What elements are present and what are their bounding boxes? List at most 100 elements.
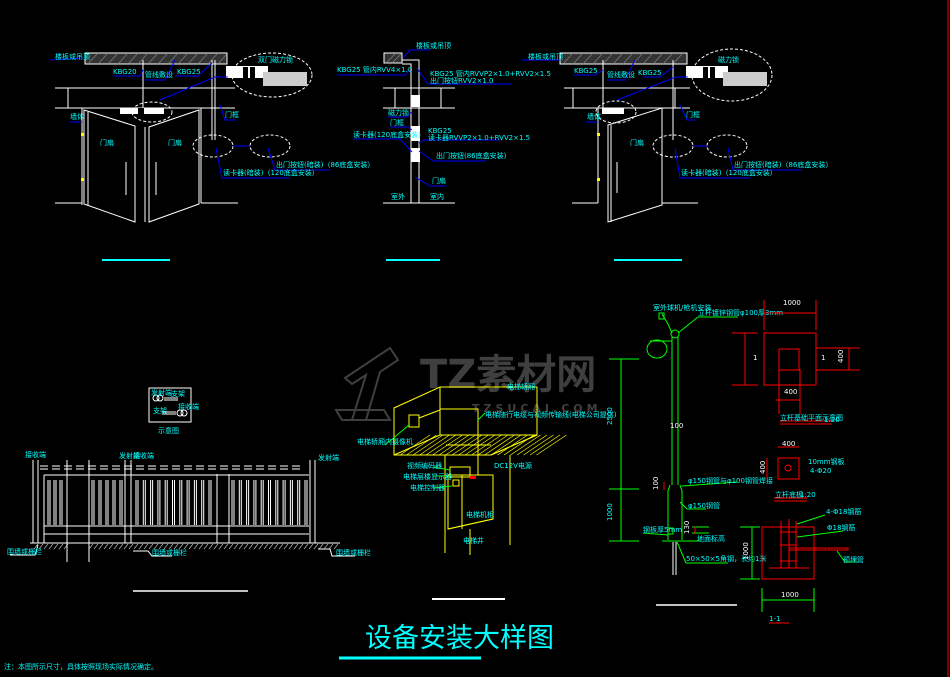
label-pipe-kbg20: KBG20 [113, 68, 137, 76]
dim-400-side: 400 [837, 350, 845, 363]
ground-hatch [288, 543, 294, 550]
label-exit-button: 出门按钮(暗装)（86底盒安装） [276, 160, 374, 169]
ground-hatch [163, 543, 169, 550]
drawing-note: 注：本图所示尺寸，具体按照现场实际情况确定。 [4, 662, 158, 671]
ground-hatch [193, 543, 199, 550]
slab-hatch [529, 434, 561, 456]
label-door: 门扇 [432, 176, 446, 185]
ground-hatch [333, 543, 339, 550]
ground-hatch [278, 543, 284, 550]
slab-hatch [438, 434, 470, 456]
ground-hatch [158, 543, 164, 550]
ground-hatch [183, 543, 189, 550]
label-magnet-lock: 双门磁力锁 [258, 55, 293, 64]
slab-hatch [412, 434, 444, 456]
label-base-right: 围墙或栅栏 [336, 548, 371, 557]
detail-double-door: 楼板或吊顶 KBG20 管线敷设 KBG25 双门磁力锁 墙体 门框 门扇 门扇… [49, 52, 374, 261]
label-ceiling: 楼板或吊顶 [55, 52, 90, 61]
dim-100: 100 [652, 477, 660, 490]
dim-1000-top: 1000 [783, 299, 801, 307]
label-pipe-c2: 读卡器RVVP2×1.0+RVV2×1.5 [428, 133, 530, 142]
foundation-labels: 1000 1 1 400 400 立杆基础平面示意图 1:20 400 400 … [742, 299, 864, 623]
label-ground: 地面标高 [697, 534, 725, 543]
label-plan-scale: 1:20 [824, 416, 840, 424]
label-pipe-b: KBG25 管内RVVP2×1.0+RVV2×1.5 [430, 69, 551, 78]
slab-hatch [490, 434, 522, 456]
ground-hatch [128, 543, 134, 550]
ground-hatch [233, 543, 239, 550]
ground-hatch [173, 543, 179, 550]
dim-400-bottom: 400 [784, 388, 797, 396]
label-shaft: 电梯井 [463, 536, 484, 545]
label-rebar: 4-Φ18钢筋 [826, 507, 861, 516]
slab-hatch [516, 434, 548, 456]
label-plate-thick: 10mm钢板 [808, 457, 845, 466]
legend-b: 支架 [153, 406, 167, 415]
ground-hatch [113, 543, 119, 550]
ground-hatch [213, 543, 219, 550]
label-elevator-car: 电梯轿厢 [507, 382, 535, 391]
label-door-leaf: 门扇 [630, 138, 644, 147]
ground-hatch [63, 543, 69, 550]
label-elevator-camera: 电梯轿厢内摄像机 [357, 437, 413, 446]
label-plate-bolts: 4-Φ20 [810, 467, 831, 475]
dim-sec-h: 1000 [742, 542, 750, 560]
dim-plate-w: 400 [782, 440, 795, 448]
ground-hatch [43, 543, 49, 550]
ground-hatch [258, 543, 264, 550]
label-base-left: 围墙或栅栏 [7, 547, 42, 556]
ground-hatch [33, 543, 39, 550]
ground-hatch [218, 543, 224, 550]
ground-hatch [98, 543, 104, 550]
ground-hatch [298, 543, 304, 550]
label-reducer: φ150钢管与φ100钢管焊接 [688, 476, 773, 485]
label-frame: 门框 [390, 118, 404, 127]
ground-hatch [203, 543, 209, 550]
ground-hatch [238, 543, 244, 550]
label-pipe-left: KBG25 [574, 67, 598, 75]
label-pipe-a: KBG25 管内RVV4×1.0 [337, 65, 412, 74]
ground-hatch [283, 543, 289, 550]
ground-hatch [133, 543, 139, 550]
label-lower-pipe: φ150钢管 [688, 501, 720, 510]
ground-hatch [293, 543, 299, 550]
label-plate: 立杆底板 [775, 490, 803, 499]
ground-hatch [93, 543, 99, 550]
label-conduit: 预埋管 [843, 555, 864, 564]
ground-hatch [328, 543, 334, 550]
slab-hatch [523, 434, 554, 456]
ceiling-slab [84, 52, 228, 65]
ground-hatch [313, 543, 319, 550]
ground-hatch [318, 543, 324, 550]
label-inside: 室内 [430, 192, 444, 201]
ground-hatch [263, 543, 269, 550]
label-dc-power: DC12V电源 [494, 461, 532, 470]
ground-hatch [148, 543, 154, 550]
label-reader: 读卡器(120底盒安装) [353, 130, 421, 139]
slab-hatch [471, 434, 502, 456]
mark-1-left: 1 [753, 354, 757, 362]
label-door-frame: 门框 [686, 110, 700, 119]
label-wall: 墙体 [70, 112, 84, 121]
watermark-subtext: TZSUCAI.COM [472, 402, 602, 415]
ground-hatch [138, 543, 144, 550]
ground-hatch [243, 543, 249, 550]
label-lock: 磁力锁 [388, 108, 409, 117]
label-fence-mid1: 发射端 [119, 451, 140, 460]
label-section: 1-1 [769, 615, 780, 623]
drawing-title: 设备安装大样图 [365, 623, 554, 654]
ground-hatch [323, 543, 329, 550]
label-box: 电梯控制器 [410, 483, 445, 492]
label-encoder: 视频编码器 [407, 461, 442, 470]
label-pipe-c: KBG25 [428, 127, 452, 135]
label-card-reader: 读卡器(暗装)（120底盒安装） [223, 168, 319, 177]
slab-hatch [464, 434, 496, 456]
slab-hatch [510, 434, 541, 456]
label-plate: 钢板厚5mm [643, 525, 682, 534]
label-wall: 墙体 [587, 112, 601, 121]
pole-labels: 室外球机/枪机安装 立杆镀锌钢管φ100厚3mm 2500 1000 100 1… [606, 303, 783, 563]
ground-hatch [53, 543, 59, 550]
ground-hatch [253, 543, 259, 550]
ground-hatch [188, 543, 194, 550]
